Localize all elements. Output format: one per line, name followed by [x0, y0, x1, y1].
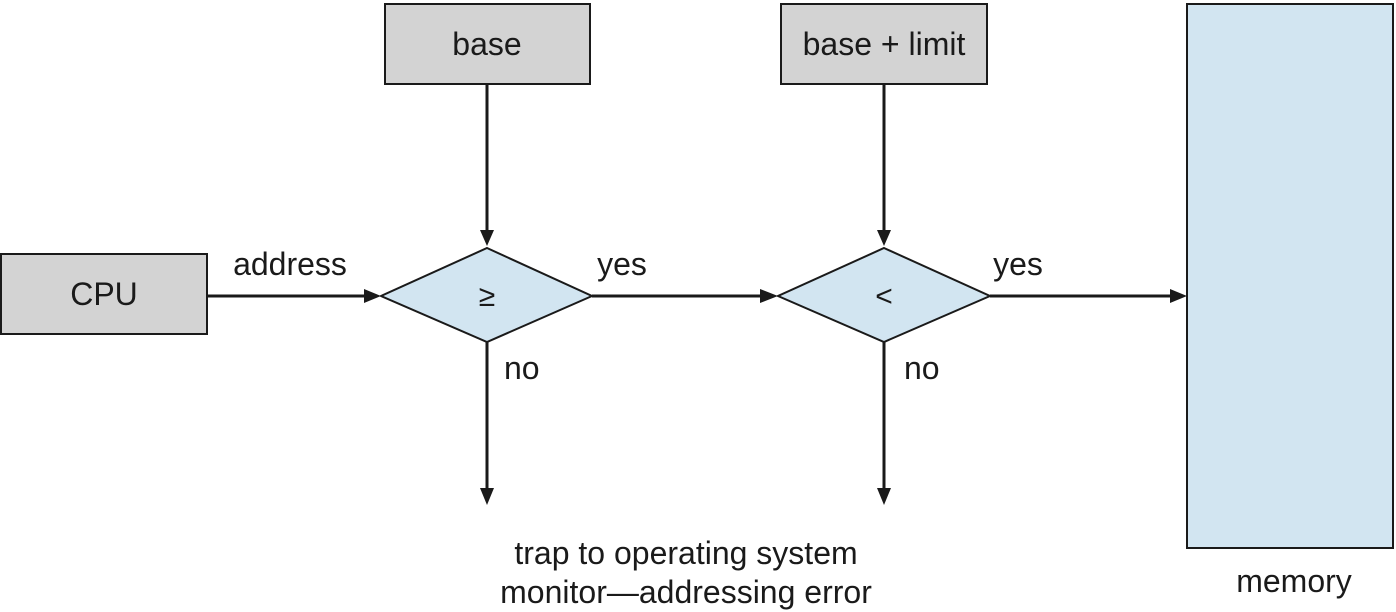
yes-label-second: yes	[993, 246, 1043, 282]
cpu-label: CPU	[70, 276, 138, 312]
yes-arrowhead-second	[1170, 289, 1187, 303]
base-limit-label: base + limit	[803, 26, 966, 62]
yes-label-first: yes	[597, 246, 647, 282]
lt-decision: <	[775, 246, 993, 344]
ge-decision: ≥	[378, 246, 595, 344]
address-label: address	[233, 246, 347, 282]
memory-block	[1186, 3, 1394, 549]
cpu-box: CPU	[0, 253, 208, 335]
base-label: base	[452, 26, 521, 62]
trap-line-1: trap to operating system	[514, 535, 857, 571]
no-label-second: no	[904, 350, 940, 386]
memory-label: memory	[1236, 563, 1352, 599]
yes-arrowhead-first	[760, 289, 778, 303]
base-to-ge-arrowhead	[480, 230, 494, 246]
address-arrowhead	[364, 289, 381, 303]
trap-line-2: monitor—addressing error	[500, 574, 872, 610]
base-box: base	[384, 3, 591, 85]
ge-symbol: ≥	[479, 280, 495, 313]
no-arrowhead-first	[480, 488, 494, 505]
limit-to-lt-arrowhead	[877, 230, 891, 246]
no-label-first: no	[504, 350, 540, 386]
lt-symbol: <	[875, 280, 893, 313]
base-limit-box: base + limit	[780, 3, 988, 85]
no-arrowhead-second	[877, 488, 891, 505]
